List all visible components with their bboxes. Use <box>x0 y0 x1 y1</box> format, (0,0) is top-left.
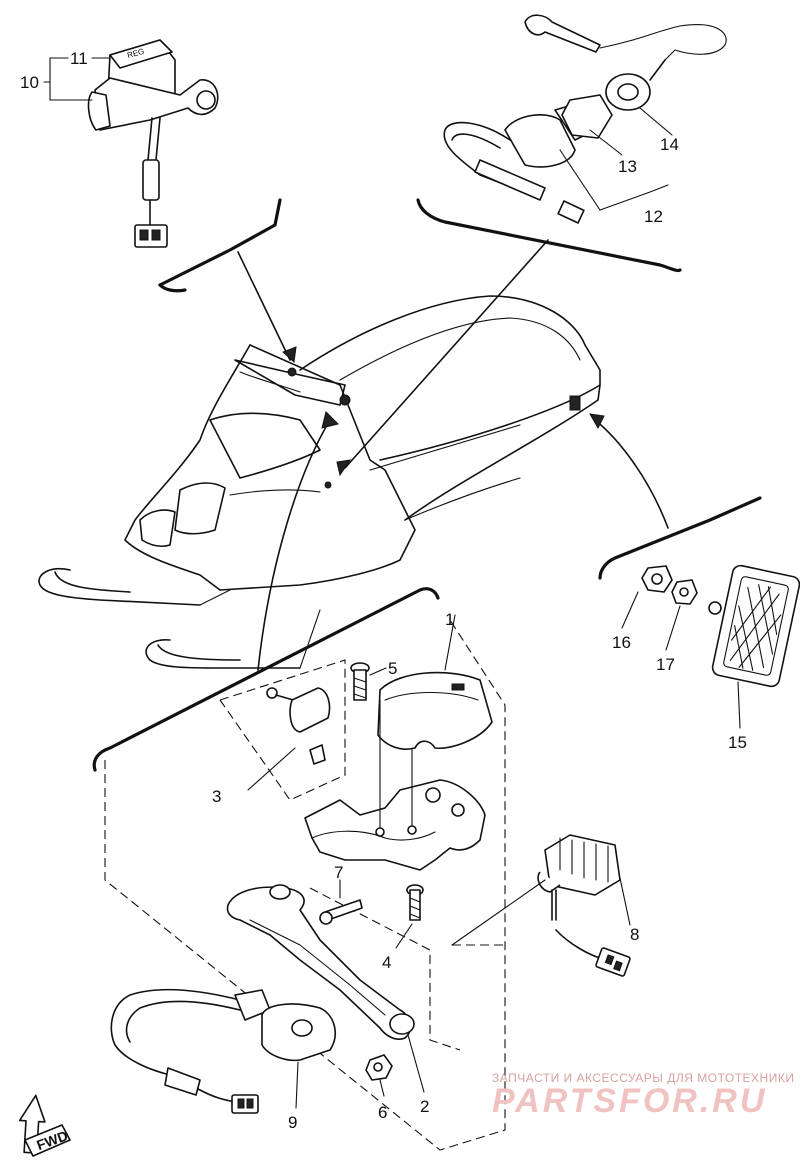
callout-10: 10 <box>20 73 39 92</box>
part-7-screw <box>319 899 363 925</box>
callout-13: 13 <box>618 157 637 176</box>
watermark-brand: PARTSFOR.RU <box>492 1082 767 1120</box>
callout-12: 12 <box>644 207 663 226</box>
bracket-top-right <box>416 198 682 273</box>
callout-4: 4 <box>382 953 391 972</box>
part-9-cable-switch <box>110 988 336 1114</box>
part-5-screw <box>350 662 370 701</box>
watermark-tagline: ЗАПЧАСТИ И АКСЕССУАРЫ ДЛЯ МОТОТЕХНИКИ <box>492 1071 794 1085</box>
part-3-switch <box>266 687 331 765</box>
part-ignition-switch <box>443 14 727 224</box>
part-tail-lamp <box>641 564 800 688</box>
callout-2: 2 <box>420 1097 429 1116</box>
callout-3: 3 <box>212 787 221 806</box>
part-switch-10-11: REG <box>87 39 219 248</box>
part-throttle-housing <box>304 699 486 871</box>
callout-14: 14 <box>660 135 679 154</box>
part-4-bolt <box>406 884 424 921</box>
bracket-top-left <box>158 198 282 287</box>
callout-16: 16 <box>612 633 631 652</box>
snowmobile-illustration <box>38 295 601 669</box>
bracket-right <box>598 496 762 580</box>
part-2-throttle-lever <box>226 884 415 1040</box>
callout-5: 5 <box>388 659 397 678</box>
callout-8: 8 <box>630 925 639 944</box>
callout-9: 9 <box>288 1113 297 1132</box>
assembly-outline-1 <box>104 619 506 1151</box>
fwd-label: FWD <box>34 1127 69 1153</box>
callout-7: 7 <box>334 863 343 882</box>
callout-12-13-14-leaders <box>559 107 673 211</box>
part-8-connector <box>537 834 631 977</box>
callout-1: 1 <box>445 610 454 629</box>
bracket-bottom <box>92 587 440 772</box>
part-6-nut <box>365 1054 393 1081</box>
callout-17: 17 <box>656 655 675 674</box>
callout-15: 15 <box>728 733 747 752</box>
callout-10-11-leaders <box>43 57 111 101</box>
svg-text:REG: REG <box>126 47 145 60</box>
callout-11: 11 <box>70 49 88 68</box>
callout-6: 6 <box>378 1103 387 1122</box>
part-housing-cover <box>377 671 493 750</box>
callout-15-16-17-leaders <box>621 591 741 729</box>
fwd-arrow-icon <box>18 1094 71 1157</box>
